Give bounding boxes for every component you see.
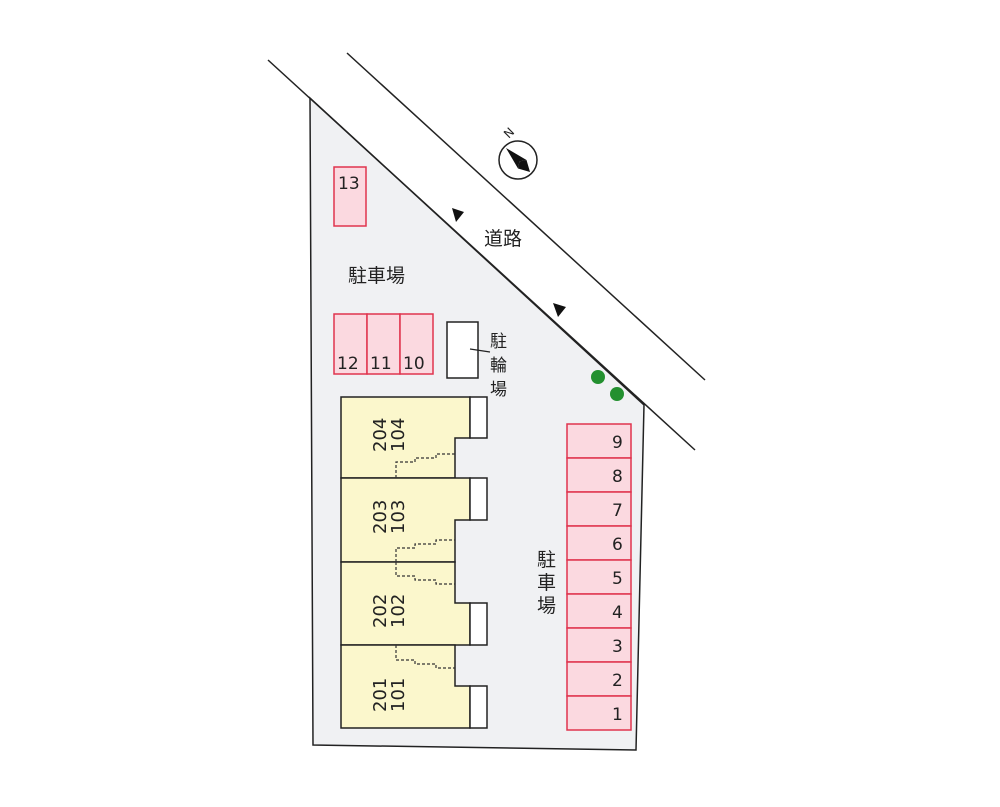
parking-space-box	[566, 525, 632, 561]
road: 道路	[267, 52, 706, 451]
parking-space-box	[399, 313, 434, 375]
parking-space-box	[333, 166, 367, 227]
bicycle-parking-label-char: 場	[490, 380, 507, 400]
road-label: 道路	[484, 228, 522, 250]
unit-number-upper: 201	[370, 678, 391, 712]
parking-space-box	[566, 593, 632, 629]
parking-space-box	[566, 457, 632, 493]
stair-line	[395, 645, 455, 669]
balcony	[469, 396, 488, 439]
bicycle-parking-label-char: 駐	[490, 332, 507, 352]
balcony	[469, 602, 488, 646]
parking-space-number: 9	[612, 433, 623, 453]
parking-space-number: 7	[612, 501, 623, 521]
parking-space-number: 10	[403, 354, 425, 374]
road-direction-arrow	[553, 303, 566, 317]
parking-space-number: 13	[338, 174, 360, 194]
stair-line	[395, 539, 455, 562]
parking-column-right: 9 8 7 6 5 4 3 2 1	[566, 423, 632, 731]
parking-row-top: 12 11 10	[333, 313, 434, 375]
unit-number-lower: 103	[388, 500, 409, 534]
parking-space-number: 1	[612, 705, 623, 725]
compass-tail	[518, 160, 531, 173]
parking-space-number: 2	[612, 671, 623, 691]
parking-space-box	[566, 559, 632, 595]
parking-label: 駐車場	[348, 265, 405, 287]
unit-number-upper: 203	[370, 500, 391, 534]
parking-space-number: 5	[612, 569, 623, 589]
parking-space-box	[566, 695, 632, 731]
road-edge-line	[346, 52, 706, 381]
parking-space-number: 3	[612, 637, 623, 657]
parking-space-number: 6	[612, 535, 623, 555]
apartment-building: 204 104 203 103 202 102 201 101	[340, 396, 488, 729]
north-compass-icon: N	[498, 125, 538, 180]
parking-space-box	[566, 491, 632, 527]
parking-space-box	[566, 627, 632, 663]
road-direction-arrow	[452, 208, 464, 222]
road-edge-line	[267, 59, 696, 451]
bicycle-parking: 駐 輪 場	[446, 321, 507, 400]
leader-line	[469, 348, 491, 353]
unit-number-upper: 204	[370, 418, 391, 452]
bicycle-parking-label-char: 輪	[490, 356, 507, 376]
parking-space-number: 11	[370, 354, 392, 374]
stair-line	[395, 453, 455, 478]
parking-space-number: 12	[337, 354, 359, 374]
parking-space-number: 4	[612, 603, 623, 623]
unit-number-lower: 102	[388, 594, 409, 628]
parking-space-box	[566, 661, 632, 697]
compass-label: N	[501, 125, 517, 141]
balcony	[469, 477, 488, 521]
unit-number-upper: 202	[370, 594, 391, 628]
parking-label-char: 駐	[537, 549, 556, 571]
tree-icon	[610, 387, 624, 401]
parking-label-char: 場	[537, 595, 556, 617]
unit-number-lower: 101	[388, 678, 409, 712]
parking-space-box	[366, 313, 401, 375]
unit-number-lower: 104	[388, 418, 409, 452]
parking-space: 13	[333, 166, 367, 227]
balcony	[469, 685, 488, 729]
stair-line	[395, 562, 455, 585]
parking-label-char: 車	[537, 572, 556, 594]
tree-icon	[591, 370, 605, 384]
parking-space-number: 8	[612, 467, 623, 487]
compass-needle	[505, 147, 527, 169]
